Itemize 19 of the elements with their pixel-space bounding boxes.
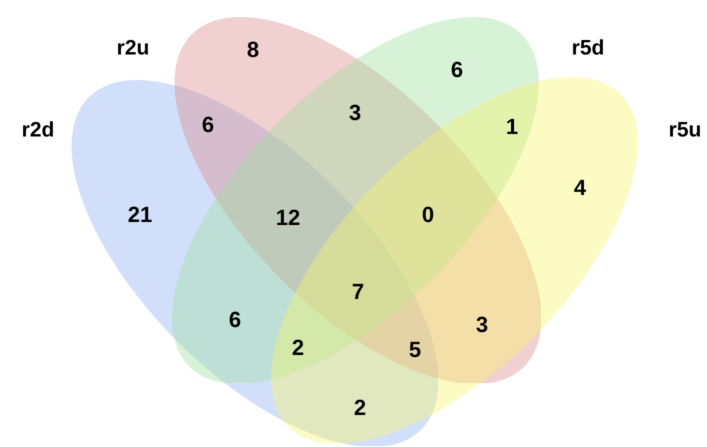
count-label: 8 (246, 39, 260, 61)
count-label: 21 (128, 204, 152, 226)
count-label: 1 (506, 116, 518, 138)
count-label: 6 (228, 309, 242, 331)
count-label: 6 (202, 114, 214, 136)
count-label: 4 (574, 177, 586, 199)
set-label: r2u (116, 37, 150, 58)
count-label: 5 (408, 339, 422, 361)
count-label: 6 (450, 59, 464, 81)
count-label: 3 (348, 102, 362, 124)
count-label: 12 (276, 207, 300, 229)
count-label: 0 (422, 204, 434, 226)
count-label: 2 (292, 337, 304, 359)
set-label: r5d (572, 37, 604, 58)
set-label: r2d (22, 119, 54, 140)
count-label: 2 (354, 397, 366, 419)
count-label: 7 (352, 281, 364, 303)
set-label: r5u (668, 119, 702, 140)
count-label: 3 (476, 314, 488, 336)
